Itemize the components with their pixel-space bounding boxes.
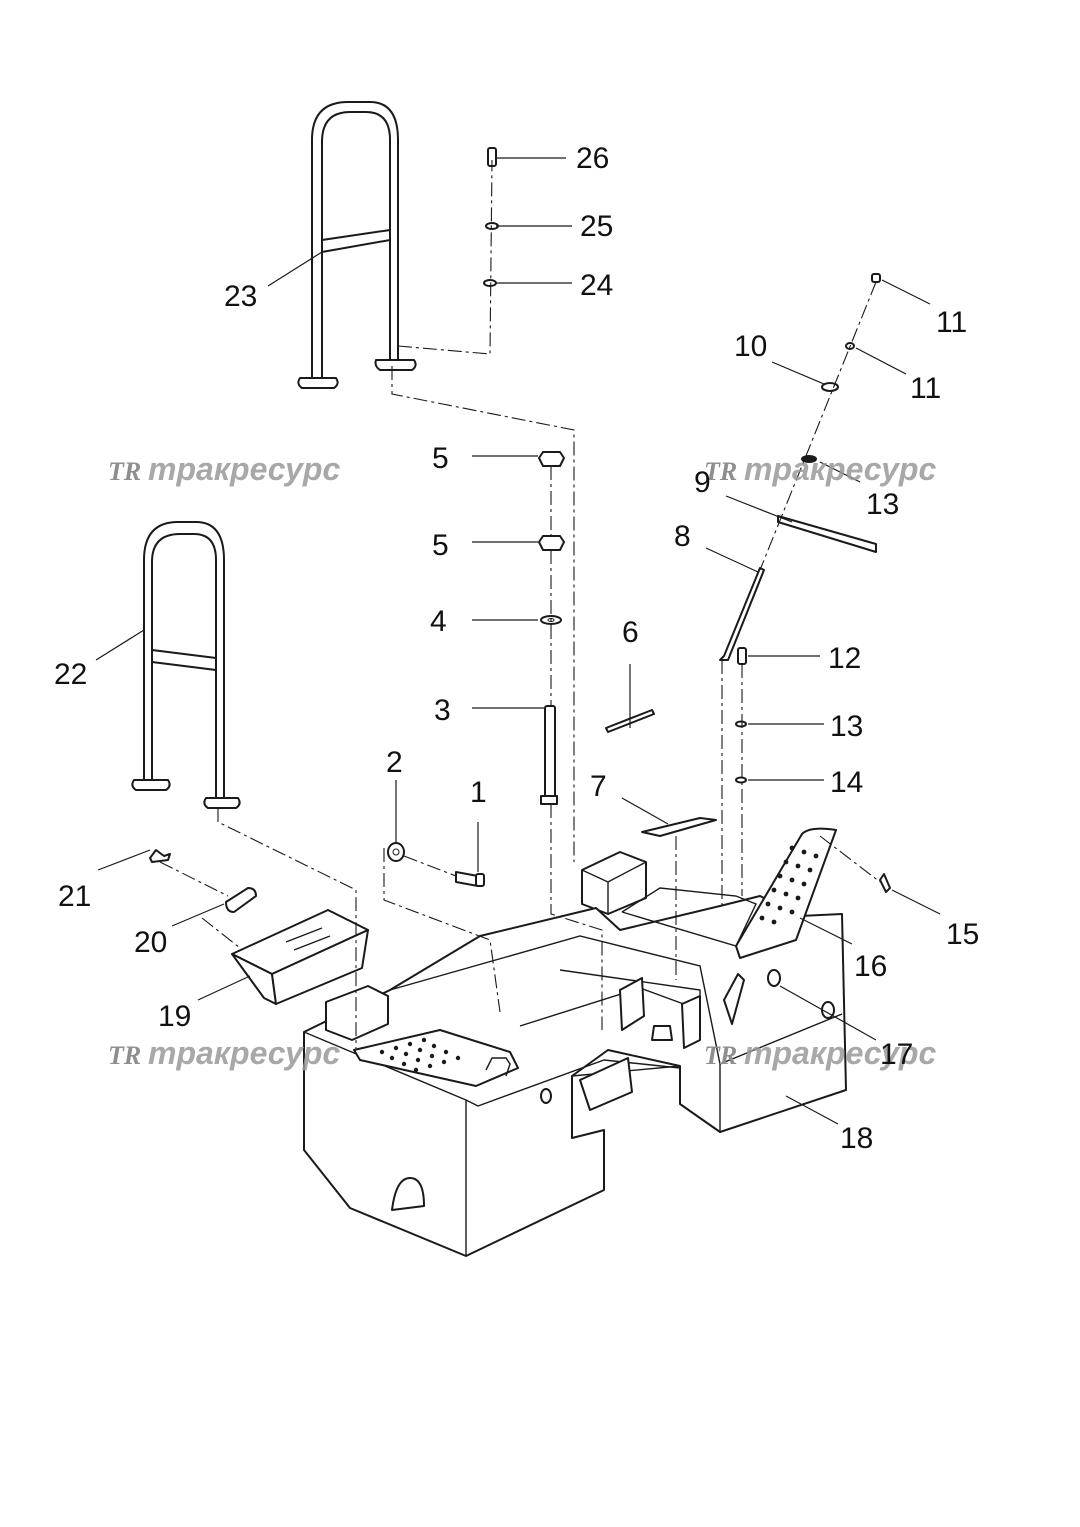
callout-9: 9 [694,466,711,499]
callout-18: 18 [840,1122,873,1155]
callout-24: 24 [580,269,613,302]
watermark-text: тракресурс [744,1035,936,1071]
callout-13-top: 13 [866,488,899,521]
clip-15 [879,873,891,893]
washer-2 [387,842,405,862]
pin-20 [225,887,257,913]
watermark-4: TR тракресурс [704,1035,936,1071]
hood-19 [231,909,369,1005]
leader-lines [95,157,941,1125]
handrail-22 [131,521,241,809]
callout-8: 8 [674,520,691,553]
callout-11-lower: 11 [910,372,941,405]
washer-13-lower [735,720,747,728]
watermark-text: тракресурс [148,1035,340,1071]
bolt-1 [455,871,485,887]
callout-1: 1 [470,776,487,809]
washer-14 [735,776,747,784]
assembly-lines [159,159,881,1050]
callout-7: 7 [590,770,607,803]
callout-19: 19 [158,1000,191,1033]
callout-2: 2 [386,746,403,779]
callout-3: 3 [434,694,451,727]
battery-box [581,851,647,915]
watermark-logo: TR [704,1041,737,1070]
callouts: 26 25 24 23 5 5 4 3 2 1 6 7 8 9 10 11 11… [54,142,979,1155]
watermark-2: TR тракресурс [704,451,936,487]
callout-20: 20 [134,926,167,959]
handrail-23 [297,101,417,389]
nut-5-lower [538,535,565,551]
callout-16: 16 [854,950,887,983]
watermark-logo: TR [108,457,141,486]
callout-15: 15 [946,918,979,951]
frame-body-18 [303,827,847,1257]
rod-8 [719,567,765,661]
callout-5-top: 5 [432,442,449,475]
callout-13-lower: 13 [830,710,863,743]
watermark-text: тракресурс [148,451,340,487]
callout-23: 23 [224,280,257,313]
callout-17: 17 [880,1038,913,1071]
watermark-text: тракресурс [744,451,936,487]
callout-22: 22 [54,658,87,691]
strip-9 [777,515,877,553]
callout-11-top: 11 [936,306,967,339]
washer-10 [821,382,839,392]
plate-7 [641,817,717,837]
washer-24 [483,279,497,287]
callout-14: 14 [830,766,863,799]
stud-3 [540,705,558,805]
callout-10: 10 [734,330,767,363]
callout-26: 26 [576,142,609,175]
watermark-1: TR тракресурс [108,451,340,487]
watermark-3: TR тракресурс [108,1035,340,1071]
watermark-logo: TR [704,457,737,486]
clip-21 [149,849,171,863]
callout-25: 25 [580,210,613,243]
callout-12: 12 [828,642,861,675]
callout-6: 6 [622,616,639,649]
callout-21: 21 [58,880,91,913]
callout-4: 4 [430,605,447,638]
callout-5-lower: 5 [432,529,449,562]
bolt-11-top [871,273,881,283]
bolt-12 [737,647,747,665]
nut-5-top [538,451,565,467]
watermark-logo: TR [108,1041,141,1070]
